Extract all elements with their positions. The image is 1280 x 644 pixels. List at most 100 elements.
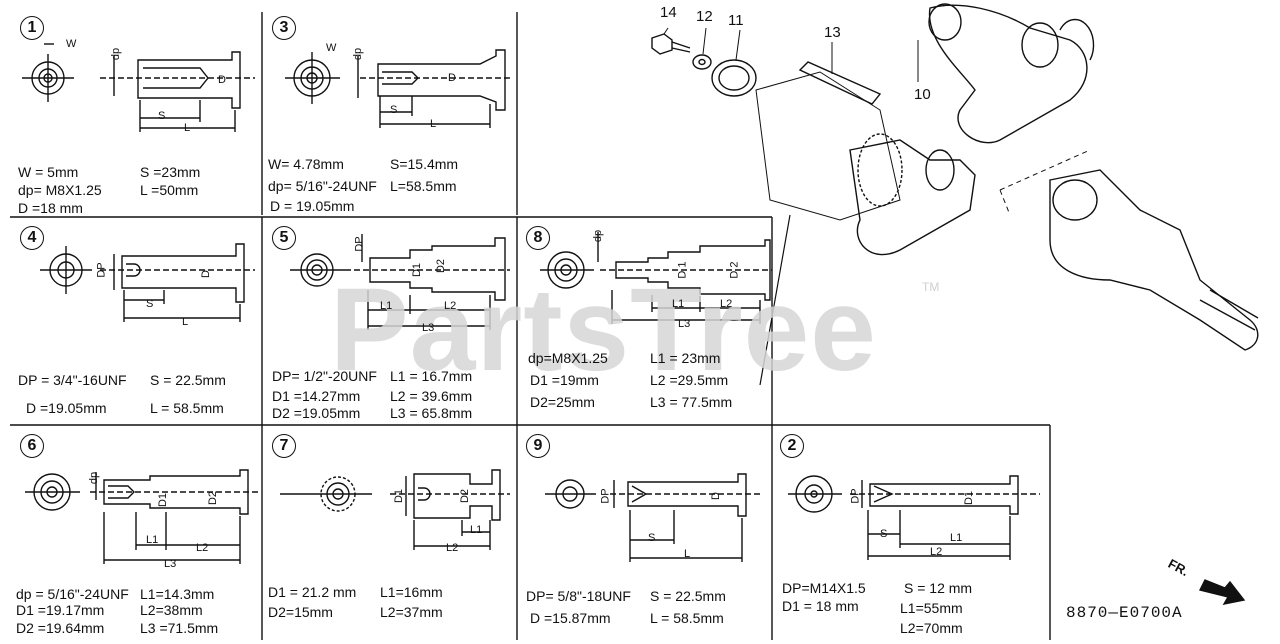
dim-label-dp: DP [849, 488, 862, 504]
spec-text: D2 =19.05mm [272, 405, 361, 421]
spec-text: L2 =29.5mm [650, 372, 729, 388]
diagram-code: 8870—E0700A [1066, 604, 1183, 622]
dim-label-d1: D1 [411, 262, 424, 278]
panel-number-1: 1 [20, 16, 44, 40]
callout-10: 10 [914, 86, 931, 103]
dim-label-d: D [218, 74, 226, 86]
spec-text: W = 5mm [18, 164, 79, 180]
spec-text: dp= 5/16"-24UNF [268, 178, 377, 194]
spec-text: L1=16mm [380, 584, 443, 600]
front-arrow-icon [1198, 579, 1246, 605]
spec-text: dp = 5/16"-24UNF [16, 586, 129, 602]
dim-label-dp: dp [592, 229, 605, 243]
panel-number-5: 5 [272, 226, 296, 250]
dim-label-s: S [146, 298, 154, 310]
dim-label-dp: dp [88, 471, 101, 485]
spec-text: L2=38mm [140, 602, 203, 618]
shaft-drawing-8 [540, 232, 772, 324]
dim-label-l: L [684, 548, 691, 560]
spec-text: L1 = 16.7mm [390, 368, 473, 384]
dim-label-l: L [184, 122, 191, 134]
dim-label-l2: L2 [446, 542, 459, 554]
spec-text: D2=15mm [268, 604, 333, 620]
dim-label-l3: L3 [422, 322, 435, 334]
spec-text: DP = 3/4"-16UNF [18, 372, 127, 388]
spec-text: L1 = 23mm [650, 350, 721, 366]
dim-label-d: D [448, 72, 456, 84]
dim-label-d1: D1 [963, 490, 976, 506]
dim-label-l3: L3 [678, 318, 691, 330]
panel-grid [10, 12, 1051, 640]
dim-label-l2: L2 [444, 300, 457, 312]
dim-label-dp: DP [353, 236, 366, 252]
spec-text: L2=70mm [900, 620, 963, 636]
panel-number-6: 6 [20, 434, 44, 458]
spec-text: L =50mm [140, 182, 199, 198]
dim-label-w: W [326, 42, 337, 54]
spec-text: S = 22.5mm [150, 372, 226, 388]
spec-text: D2 =19.64mm [16, 620, 105, 636]
spec-text: L=58.5mm [390, 178, 457, 194]
dim-label-d2: D2 [207, 490, 220, 506]
spec-text: DP= 1/2"-20UNF [272, 368, 377, 384]
dim-label-l2: L2 [930, 546, 943, 558]
panel-number-7: 7 [272, 434, 296, 458]
dim-label-l3: L3 [164, 558, 177, 570]
spec-text: L3 = 77.5mm [650, 394, 733, 410]
spec-text: D1 = 21.2 mm [268, 584, 357, 600]
dim-label-l1: L1 [672, 298, 685, 310]
shaft-drawing-6 [25, 469, 258, 564]
spec-text: dp=M8X1.25 [528, 350, 608, 366]
dim-label-l: L [182, 316, 189, 328]
dim-label-s: S [390, 104, 398, 116]
callout-13: 13 [824, 24, 841, 41]
shaft-drawing-7 [280, 469, 510, 550]
dim-label-d1: D1 [157, 492, 170, 508]
dim-label-dp: DP [95, 262, 108, 278]
dim-label-s: S [648, 532, 656, 544]
dim-label-d2: D2 [459, 488, 472, 504]
dim-label-d: D [709, 492, 722, 500]
panel-number-2: 2 [780, 434, 804, 458]
dim-label-d2: D 2 [728, 261, 741, 279]
exploded-view [651, 3, 1259, 386]
dim-label-d: D [199, 270, 212, 278]
spec-text: DP= 5/8"-18UNF [526, 588, 631, 604]
spec-text: DP=M14X1.5 [782, 580, 866, 596]
spec-text: D1 =19mm [530, 372, 599, 388]
shaft-drawing-3 [285, 49, 510, 128]
callout-14: 14 [660, 4, 677, 21]
shaft-drawing-5 [290, 234, 510, 330]
dim-label-l1: L1 [950, 532, 963, 544]
spec-text: S = 12 mm [904, 580, 973, 596]
spec-text: D =15.87mm [530, 610, 611, 626]
spec-text: D1 =14.27mm [272, 388, 361, 404]
callout-11: 11 [728, 12, 744, 29]
spec-text: D =19.05mm [26, 400, 107, 416]
panel-number-9: 9 [526, 434, 550, 458]
spec-text: D1 = 18 mm [782, 598, 859, 614]
spec-text: L = 58.5mm [650, 610, 724, 626]
shaft-drawing-4 [40, 243, 255, 322]
dim-label-s: S [158, 110, 166, 122]
callout-12: 12 [696, 8, 713, 25]
dim-label-dp: dp [352, 47, 365, 61]
spec-text: D1 =19.17mm [16, 602, 105, 618]
panel-number-3: 3 [272, 16, 296, 40]
shaft-drawing-2 [788, 475, 1040, 560]
spec-text: L1=14.3mm [140, 586, 215, 602]
spec-text: D2=25mm [530, 394, 595, 410]
dim-label-l2: L2 [720, 298, 733, 310]
dim-label-dp: dp [110, 47, 123, 61]
watermark-trademark: TM [922, 280, 940, 294]
spec-text: S =23mm [140, 164, 201, 180]
spec-text: L1=55mm [900, 600, 963, 616]
panel-number-8: 8 [526, 226, 550, 250]
dim-label-w: W [66, 38, 77, 50]
dim-label-l1: L1 [146, 534, 159, 546]
dim-label-l1: L1 [380, 300, 393, 312]
spec-text: L2=37mm [380, 604, 443, 620]
dim-label-l2: L2 [196, 542, 209, 554]
dim-label-d1: D 1 [676, 261, 689, 279]
